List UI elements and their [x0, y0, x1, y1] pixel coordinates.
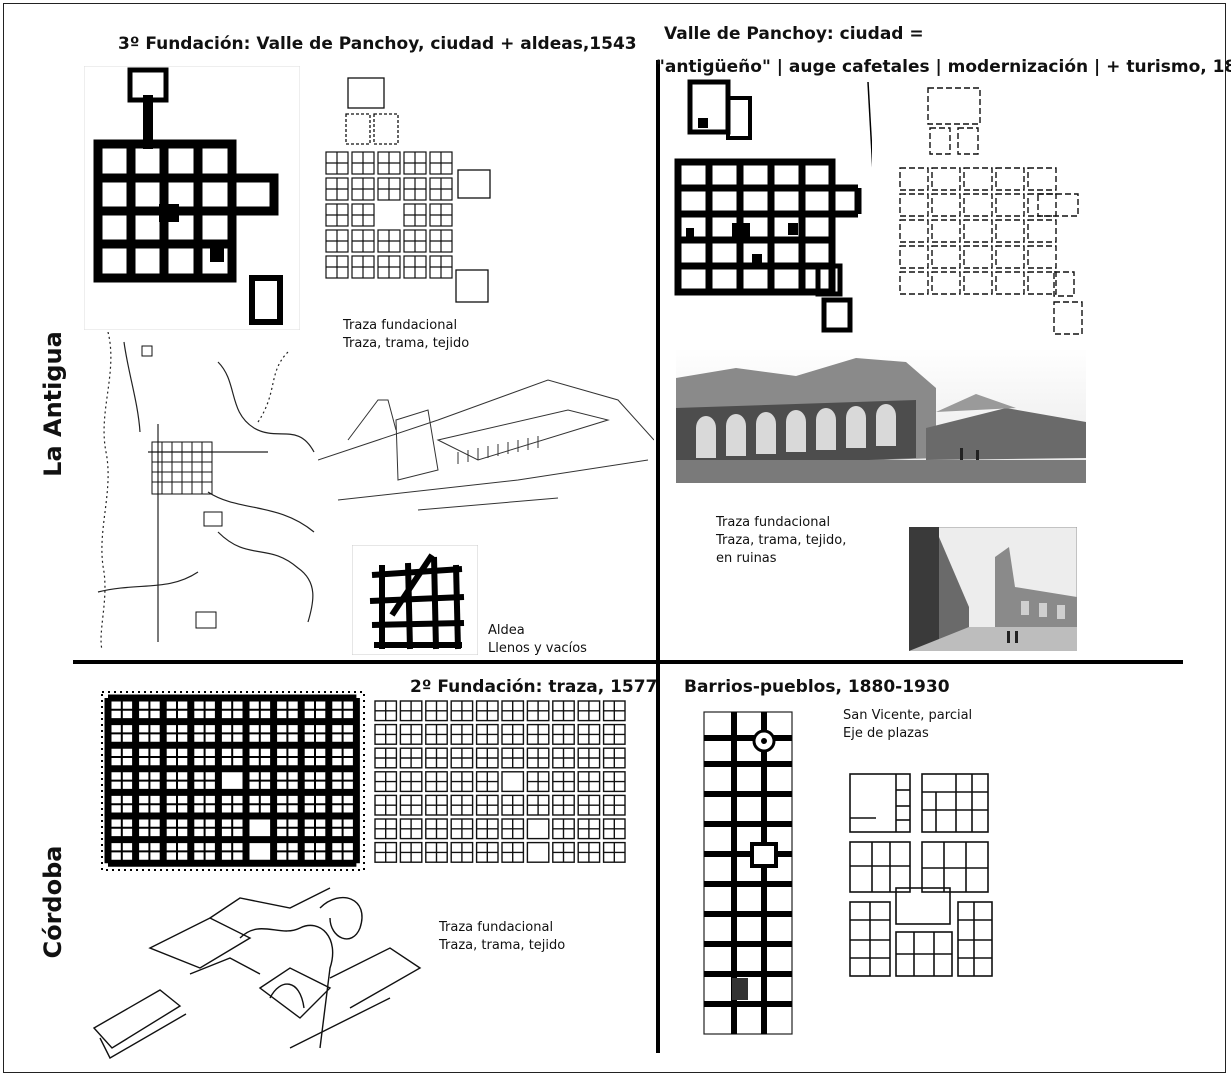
caption-line: Eje de plazas [843, 725, 972, 743]
caption-line: Aldea [488, 622, 587, 640]
title-tercera-fundacion: 3º Fundación: Valle de Panchoy, ciudad +… [118, 34, 637, 54]
caption-line: Traza, trama, tejido [439, 937, 565, 955]
plan-1870-bold-grid [668, 78, 872, 340]
perspective-sketch-cordoba [90, 878, 430, 1074]
caption-line: Traza, trama, tejido, [716, 532, 846, 550]
title-line: Valle de Panchoy: ciudad = [664, 18, 1231, 51]
caption-line: Traza, trama, tejido [343, 335, 469, 353]
engraving-arcade-ruins [676, 348, 1086, 483]
valley-map-sketch [78, 332, 318, 650]
row-label-la-antigua: La Antigua [39, 329, 67, 479]
engraving-street-view [909, 527, 1077, 651]
plan-san-vicente-axis [694, 708, 804, 1040]
caption-traza-1543: Traza fundacional Traza, trama, tejido [343, 317, 469, 353]
caption-line: Traza fundacional [439, 919, 565, 937]
caption-line: San Vicente, parcial [843, 707, 972, 725]
vertical-divider [656, 60, 660, 1053]
horizontal-divider [73, 660, 1183, 664]
title-segunda-fundacion: 2º Fundación: traza, 1577 [410, 677, 657, 697]
plan-1870-dashed [896, 84, 1086, 340]
caption-san-vicente: San Vicente, parcial Eje de plazas [843, 707, 972, 743]
caption-line: Llenos y vacíos [488, 640, 587, 658]
plan-san-vicente-blocks [846, 770, 996, 982]
caption-line: Traza fundacional [716, 514, 846, 532]
caption-line: en ruinas [716, 550, 846, 568]
caption-traza-1577: Traza fundacional Traza, trama, tejido [439, 919, 565, 955]
aldea-plan [352, 545, 478, 655]
caption-aldea: Aldea Llenos y vacíos [488, 622, 587, 658]
plan-1543-light-grid [318, 74, 498, 306]
title-barrios-pueblos: Barrios-pueblos, 1880-1930 [684, 677, 950, 697]
plan-1543-bold-grid [84, 66, 300, 330]
caption-traza-ruinas: Traza fundacional Traza, trama, tejido, … [716, 514, 846, 568]
plan-1577-bold-grid [100, 690, 366, 872]
plan-1577-light-grid [370, 696, 632, 868]
row-label-cordoba: Córdoba [39, 827, 67, 977]
title-valle-panchoy: Valle de Panchoy: ciudad = "antigüeño" |… [664, 18, 1231, 84]
perspective-sketch-plaza [318, 360, 654, 516]
caption-line: Traza fundacional [343, 317, 469, 335]
